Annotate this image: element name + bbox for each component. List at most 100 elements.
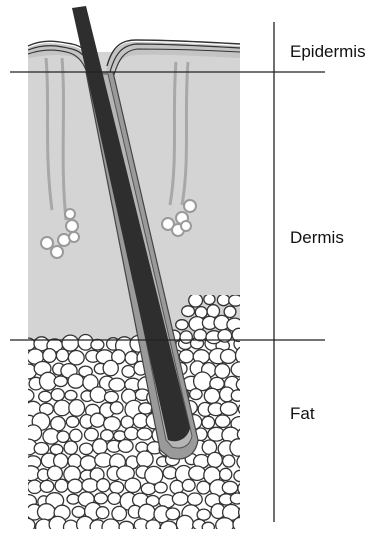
fat-cell <box>68 374 84 388</box>
fat-cell <box>97 479 110 492</box>
fat-cell <box>230 493 243 504</box>
fat-cell <box>216 518 234 529</box>
fat-cell <box>70 429 82 442</box>
fat-cell <box>204 294 215 304</box>
dermis-label: Dermis <box>290 228 344 248</box>
fat-cell <box>93 439 108 454</box>
fat-cell <box>217 294 229 305</box>
fat-cell <box>64 520 79 529</box>
fat-cell <box>160 521 176 529</box>
fat-cell <box>238 403 253 416</box>
fat-cell <box>188 493 203 505</box>
fat-cell <box>90 387 106 403</box>
fat-cell <box>104 417 121 432</box>
fat-cell <box>66 416 79 427</box>
fat-cell <box>96 507 109 519</box>
fat-cell <box>72 506 85 517</box>
fat-cell <box>62 335 79 351</box>
fat-cell <box>25 425 42 441</box>
fat-cell <box>22 466 39 481</box>
fat-cell <box>91 339 104 350</box>
fat-cell <box>237 454 253 469</box>
fat-cell <box>80 443 93 454</box>
fat-cell <box>222 481 237 494</box>
fat-cell <box>110 481 124 493</box>
fat-cell <box>122 366 135 378</box>
fat-cell <box>194 329 207 341</box>
fat-cell <box>176 515 193 529</box>
fat-cell <box>103 360 118 375</box>
fat-cell <box>182 479 195 491</box>
fat-cell <box>231 362 249 377</box>
fat-cell <box>220 468 232 480</box>
fat-cell <box>119 521 134 529</box>
fat-cell <box>190 389 202 400</box>
fat-cell <box>223 455 235 467</box>
fat-cell <box>125 427 139 440</box>
fat-cell <box>118 440 133 453</box>
fat-cell <box>125 478 141 492</box>
fat-cell <box>230 439 247 456</box>
fat-cell <box>179 350 193 363</box>
fat-cell <box>39 391 52 402</box>
fat-cell <box>238 482 254 496</box>
fat-cell <box>194 372 212 391</box>
fat-cell <box>220 402 237 416</box>
fat-cell <box>154 482 167 493</box>
fat-cell <box>68 479 83 493</box>
fat-cell <box>82 479 98 492</box>
fat-cell <box>239 506 252 519</box>
fat-cell <box>54 376 67 387</box>
fat-cell <box>112 506 127 520</box>
fat-cell <box>54 400 70 416</box>
fat-cell <box>137 451 153 467</box>
fat-cell <box>80 456 96 470</box>
fat-cell <box>146 520 160 529</box>
fat-cell <box>215 364 230 379</box>
fat-cell <box>236 378 252 391</box>
fat-cell <box>94 493 107 504</box>
fat-label: Fat <box>290 404 315 424</box>
fat-cell <box>56 349 68 362</box>
fat-cell <box>229 295 243 306</box>
fat-cell <box>202 416 215 428</box>
fat-cell <box>180 331 192 343</box>
fat-cell <box>207 305 219 318</box>
fat-cell <box>40 480 54 492</box>
epidermis-label: Epidermis <box>290 42 366 62</box>
fat-cell <box>55 479 68 492</box>
fat-cell <box>57 431 69 442</box>
fat-cell <box>90 413 104 427</box>
fat-cell <box>19 389 34 402</box>
fat-cell <box>166 508 180 520</box>
fat-cell <box>215 415 230 427</box>
fat-cell <box>172 492 188 505</box>
fat-cell <box>137 428 152 440</box>
fat-cell <box>182 306 195 317</box>
fat-cell <box>105 391 119 402</box>
fat-cell <box>69 400 85 417</box>
fat-cell <box>231 390 243 401</box>
fat-cell <box>65 390 77 400</box>
fat-cell <box>67 494 79 504</box>
fat-cell <box>85 428 99 441</box>
fat-cell <box>208 452 223 467</box>
fat-cell <box>204 388 219 403</box>
fat-cell <box>176 320 188 330</box>
fat-cell <box>109 378 125 391</box>
fat-cell <box>43 349 56 363</box>
fat-cell <box>234 470 247 481</box>
fat-cell <box>68 351 84 365</box>
fat-cell <box>221 349 237 363</box>
fat-cell <box>51 389 64 401</box>
fat-cell <box>34 443 49 455</box>
fat-cell <box>19 518 35 529</box>
fat-cell <box>121 416 133 428</box>
fat-cell <box>189 466 206 480</box>
fat-cell <box>47 466 62 481</box>
fat-cell <box>233 518 247 530</box>
fat-cell <box>108 493 121 505</box>
fat-cell <box>202 522 214 529</box>
